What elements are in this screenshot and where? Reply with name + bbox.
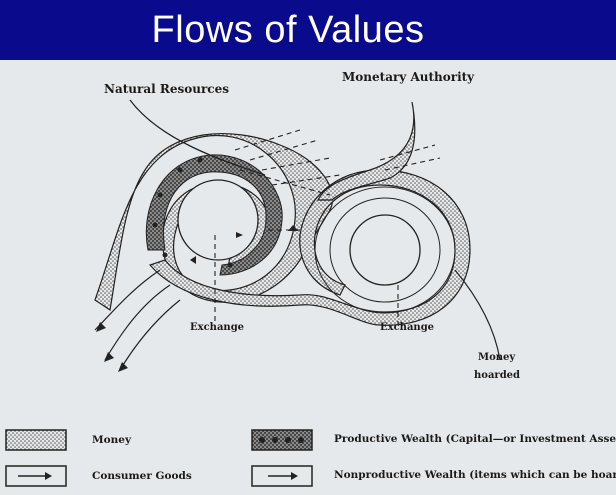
monetary-authority-label: Monetary Authority xyxy=(342,70,475,84)
exchange-left-label: Exchange xyxy=(190,322,245,333)
outflow-line-3 xyxy=(119,299,181,371)
legend-productive-text: Productive Wealth (Capital—or Investment… xyxy=(334,433,616,445)
legend-productive-dots xyxy=(259,437,304,443)
monetary-curl xyxy=(317,101,416,201)
legend-consumer-arrow-icon xyxy=(18,472,52,480)
legend-money-swatch xyxy=(5,429,67,451)
slide-title: Flows of Values xyxy=(151,8,425,51)
exchange-right-label: Exchange xyxy=(380,322,435,333)
legend-productive-swatch xyxy=(251,429,313,451)
flow-arrows xyxy=(96,225,298,372)
connecting-band xyxy=(148,169,471,326)
productive-dots xyxy=(152,157,233,268)
money-hoarded-label-1: Money xyxy=(478,352,516,363)
money-hoarded-label-2: hoarded xyxy=(474,370,521,381)
title-banner: Flows of Values xyxy=(0,0,616,60)
legend-nonproductive-text: Nonproductive Wealth (items which can be… xyxy=(334,469,616,481)
legend-consumer-text: Consumer Goods xyxy=(92,470,192,482)
left-productive-band xyxy=(145,154,283,276)
right-outer-ring xyxy=(314,186,456,314)
right-inner-ring xyxy=(349,214,421,286)
left-inner-ring xyxy=(177,179,259,261)
legend-money-text: Money xyxy=(92,434,132,446)
diagram-area: Natural Resources Monetary Authority Exc… xyxy=(0,60,616,495)
right-mid-ring xyxy=(329,197,441,303)
natural-resources-line xyxy=(129,99,266,176)
legend-nonproductive-arrow-icon xyxy=(268,472,298,480)
right-outflow-line xyxy=(454,269,501,361)
natural-resources-label: Natural Resources xyxy=(104,82,229,96)
dashed-flow-lines xyxy=(214,129,441,325)
flow-diagram xyxy=(5,99,501,487)
outflow-line-2 xyxy=(104,284,171,361)
